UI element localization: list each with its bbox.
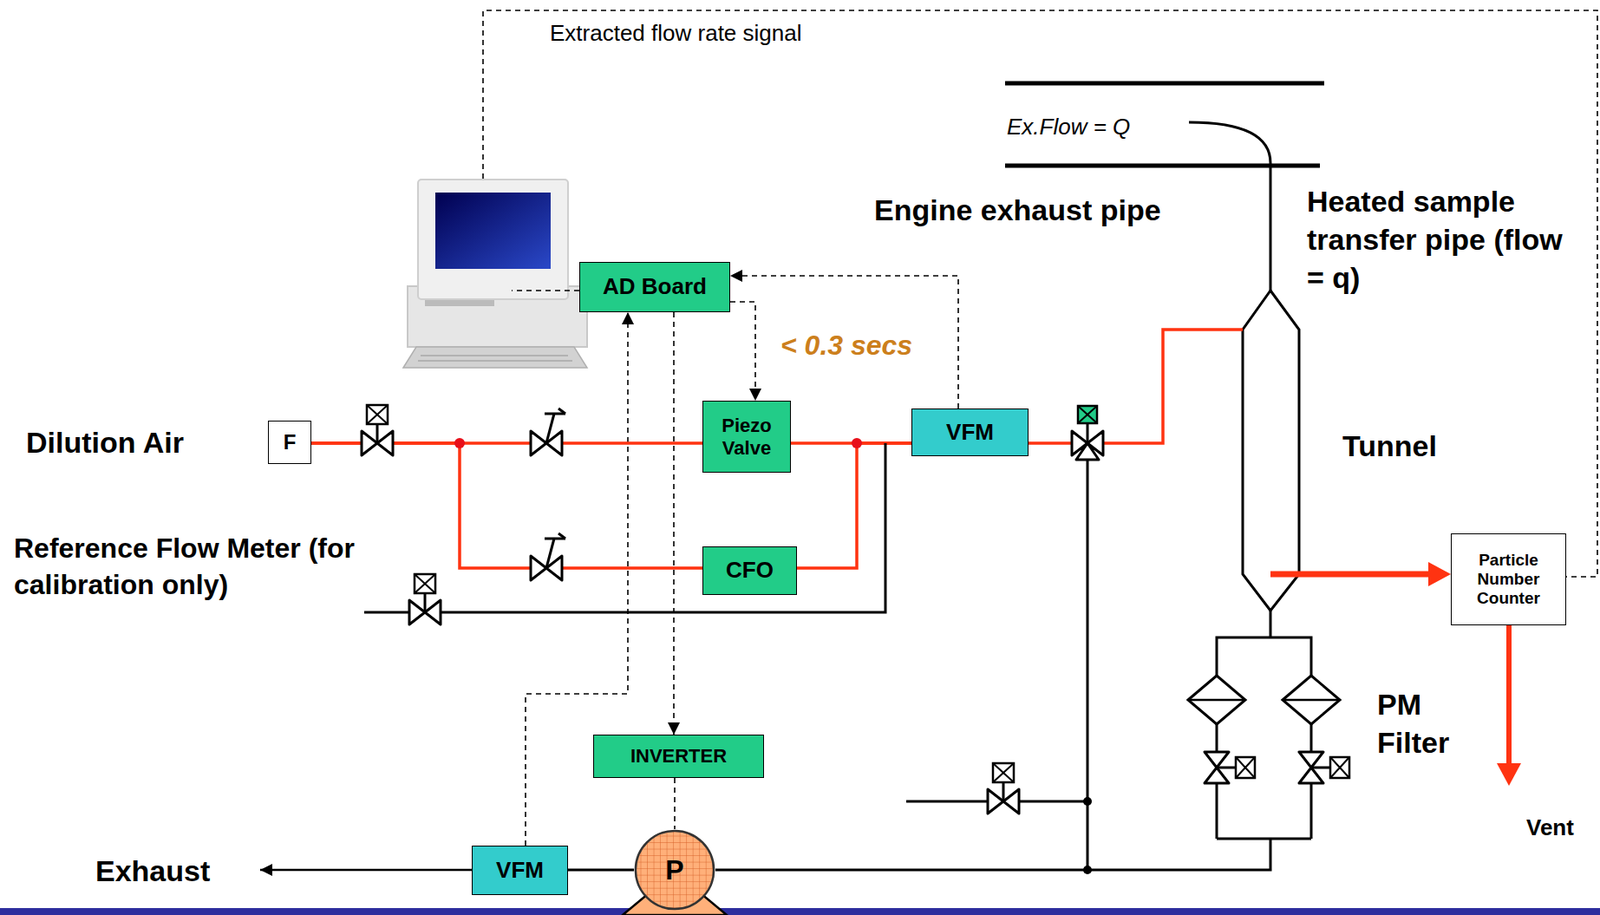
junction-dot: [851, 437, 863, 449]
cfo-box: CFO: [702, 546, 797, 595]
three-way-valve: [1071, 405, 1104, 460]
node-text: Particle Number Counter: [1455, 550, 1562, 608]
outlet-label: Exhaust: [95, 851, 210, 890]
part-label: PM Filter: [1377, 685, 1475, 762]
part-label: Reference Flow Meter (for calibration on…: [13, 530, 396, 603]
vent-arrow: [1506, 625, 1512, 764]
flow-label: Ex.Flow = Q: [1006, 112, 1130, 143]
gate-valve: [987, 763, 1019, 814]
node-text: AD Board: [602, 274, 707, 301]
pump-circle: P: [633, 829, 716, 911]
gate-valve: [361, 404, 393, 456]
flow-pipe: [796, 443, 912, 569]
flow-pipe: [311, 443, 703, 569]
inverter-box: INVERTER: [593, 734, 765, 778]
pump-outline: [633, 829, 716, 911]
exhaust-arrow: [260, 868, 472, 872]
node-text: VFM: [496, 857, 544, 884]
piezo-valve: Piezo Valve: [702, 400, 791, 473]
flow-pipe: [568, 868, 634, 872]
signal-line: [483, 10, 1598, 577]
needle-valve: [530, 533, 566, 581]
signal-line: [730, 301, 756, 401]
node-text: CFO: [725, 557, 774, 584]
signal-line: [730, 275, 959, 409]
needle-valve: [530, 408, 566, 456]
particle-counter: Particle Number Counter: [1450, 533, 1567, 626]
reference-pipe: [364, 443, 886, 613]
flow-meter: VFM: [911, 408, 1029, 457]
computer-icon: [403, 179, 588, 368]
footer-bar: [0, 907, 1600, 915]
bypass-pipe: [906, 457, 1088, 870]
signal-label: Extracted flow rate signal: [549, 19, 802, 49]
outlet-label: Vent: [1526, 813, 1574, 843]
signal-line: [672, 312, 675, 735]
air-pipe: [1028, 329, 1243, 444]
signal-line: [673, 777, 676, 830]
pm-filter: [1188, 675, 1340, 725]
suction-pipe: [715, 610, 1312, 870]
dilution-tunnel: [1242, 290, 1300, 611]
junction-dot: [454, 437, 465, 449]
timing-note: < 0.3 secs: [780, 327, 913, 365]
part-label: Heated sample transfer pipe (flow = q): [1306, 182, 1585, 298]
node-text: VFM: [946, 419, 994, 446]
ad-board: AD Board: [579, 261, 731, 313]
node-text: Piezo Valve: [706, 414, 787, 459]
signal-line: [511, 289, 580, 292]
sample-pipe: [1188, 122, 1271, 291]
junction-dot: [1083, 796, 1092, 806]
node-text: INVERTER: [630, 744, 727, 767]
flow-meter: VFM: [471, 845, 569, 895]
sample-arrow: [1270, 571, 1429, 578]
node-text: P: [665, 854, 684, 887]
pump-base: [622, 893, 727, 915]
gate-valve: [1204, 751, 1255, 784]
inlet-label: Dilution Air: [26, 423, 184, 462]
filter-box: F: [267, 420, 312, 464]
gate-valve: [1299, 751, 1350, 784]
junction-dot: [1083, 865, 1092, 875]
exhaust-pipe: [1005, 83, 1325, 166]
gate-valve: [409, 574, 441, 625]
node-text: F: [283, 430, 297, 455]
part-label: Tunnel: [1342, 426, 1437, 465]
signal-line: [525, 312, 628, 846]
part-label: Engine exhaust pipe: [874, 190, 1162, 229]
